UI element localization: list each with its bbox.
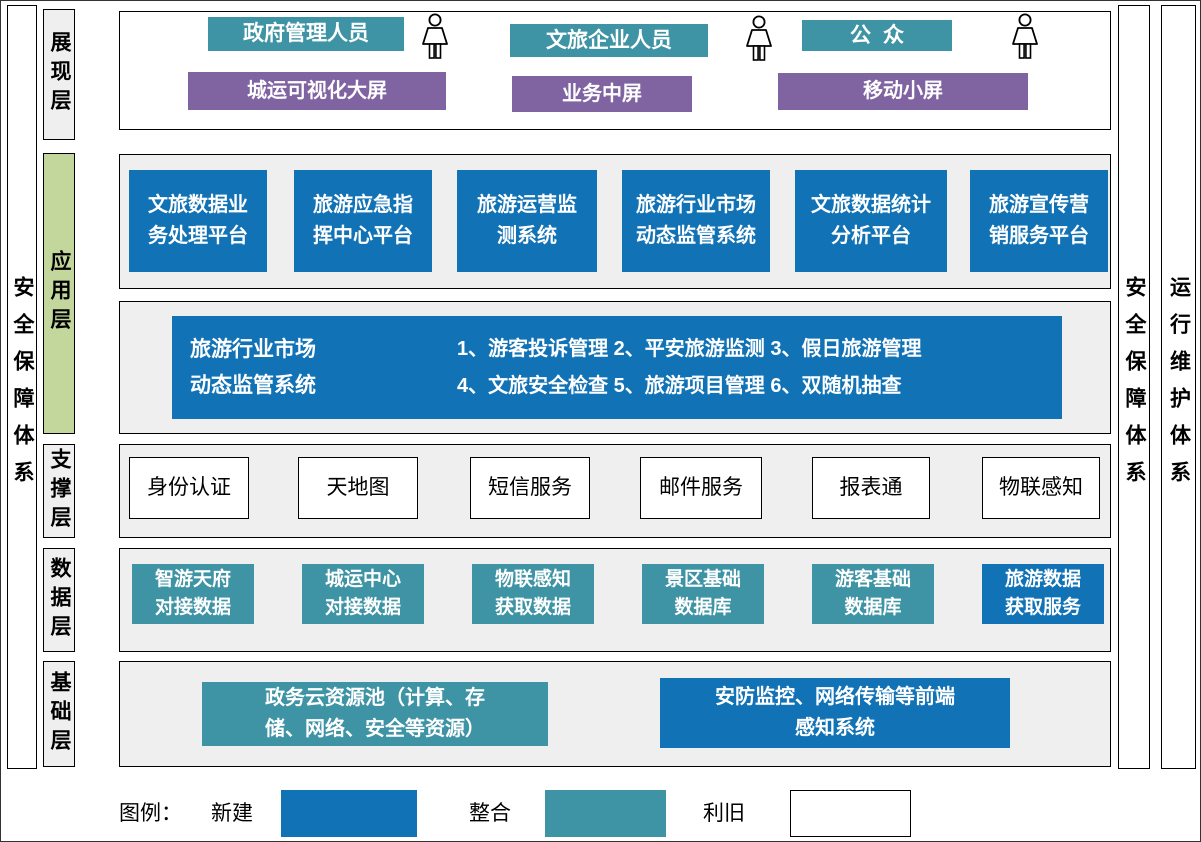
layer-label-application: 应用层 [43, 153, 75, 434]
support-identity-auth: 身份认证 [129, 457, 249, 519]
platform-operation-monitoring: 旅游运营监 测系统 [457, 170, 597, 272]
layer-label-support: 支撑层 [43, 444, 75, 538]
application-platforms-row: 文旅数据业 务处理平台 旅游应急指 挥中心平台 旅游运营监 测系统 旅游行业市场… [119, 154, 1111, 289]
screen-medium: 业务中屏 [512, 76, 692, 112]
user-group-government: 政府管理人员 [208, 17, 404, 51]
person-icon [742, 15, 776, 67]
legend-new-label: 新建 [211, 802, 253, 825]
data-zhiyou-tianfu: 智游天府 对接数据 [132, 564, 254, 624]
support-iot-sensing: 物联感知 [982, 457, 1100, 519]
layer-label-presentation: 展现层 [43, 9, 75, 140]
right-security-bar: 安全保障体系 [1118, 5, 1150, 769]
platform-marketing-service: 旅游宣传营 销服务平台 [970, 170, 1108, 272]
detail-title: 旅游行业市场 动态监管系统 [190, 337, 316, 397]
detail-items: 1、游客投诉管理 2、平安旅游监测 3、假日旅游管理 4、文旅安全检查 5、旅游… [457, 337, 922, 397]
data-scenic-area-db: 景区基础 数据库 [642, 564, 764, 624]
legend-new-swatch [281, 790, 417, 837]
legend-integrate-label: 整合 [469, 802, 511, 825]
support-report-tool: 报表通 [812, 457, 930, 519]
data-row: 智游天府 对接数据 城运中心 对接数据 物联感知 获取数据 景区基础 数据库 游… [119, 548, 1111, 652]
right-ops-bar: 运行维护体系 [1161, 5, 1196, 769]
person-icon [1008, 13, 1042, 65]
layer-label-data: 数据层 [43, 548, 75, 652]
layer-label-base: 基础层 [43, 661, 75, 767]
support-row: 身份认证 天地图 短信服务 邮件服务 报表通 物联感知 [119, 444, 1111, 538]
support-sms-service: 短信服务 [470, 457, 590, 519]
user-group-enterprise: 文旅企业人员 [510, 24, 708, 57]
user-group-public: 公众 [802, 20, 952, 51]
screen-mobile: 移动小屏 [778, 73, 1028, 110]
data-tourist-db: 游客基础 数据库 [812, 564, 934, 624]
support-email-service: 邮件服务 [640, 457, 762, 519]
presentation-row: 政府管理人员 文旅企业人员 公众 [119, 11, 1111, 130]
base-row: 政务云资源池（计算、存 储、网络、安全等资源） 安防监控、网络传输等前端 感知系… [119, 661, 1111, 767]
data-city-operation-center: 城运中心 对接数据 [302, 564, 424, 624]
legend-reuse-swatch [790, 790, 911, 837]
support-tianditu-map: 天地图 [298, 457, 418, 519]
legend-title: 图例： [119, 802, 182, 825]
base-government-cloud: 政务云资源池（计算、存 储、网络、安全等资源） [202, 682, 548, 746]
screen-large: 城运可视化大屏 [188, 72, 446, 110]
platform-emergency-command: 旅游应急指 挥中心平台 [294, 170, 432, 272]
platform-statistics-analysis: 文旅数据统计 分析平台 [795, 170, 947, 272]
legend-integrate-swatch [545, 790, 666, 837]
application-detail-row: 旅游行业市场 动态监管系统 1、游客投诉管理 2、平安旅游监测 3、假日旅游管理… [119, 301, 1111, 434]
market-supervision-detail-box: 旅游行业市场 动态监管系统 1、游客投诉管理 2、平安旅游监测 3、假日旅游管理… [172, 316, 1062, 419]
left-security-bar: 安全保障体系 [7, 5, 37, 769]
data-tourism-data-service: 旅游数据 获取服务 [982, 564, 1104, 624]
base-front-sensing-system: 安防监控、网络传输等前端 感知系统 [660, 678, 1010, 748]
platform-market-supervision: 旅游行业市场 动态监管系统 [622, 170, 770, 272]
person-icon [418, 13, 452, 65]
legend-reuse-label: 利旧 [703, 802, 745, 825]
data-iot-acquired: 物联感知 获取数据 [472, 564, 594, 624]
platform-data-business: 文旅数据业 务处理平台 [129, 170, 267, 272]
